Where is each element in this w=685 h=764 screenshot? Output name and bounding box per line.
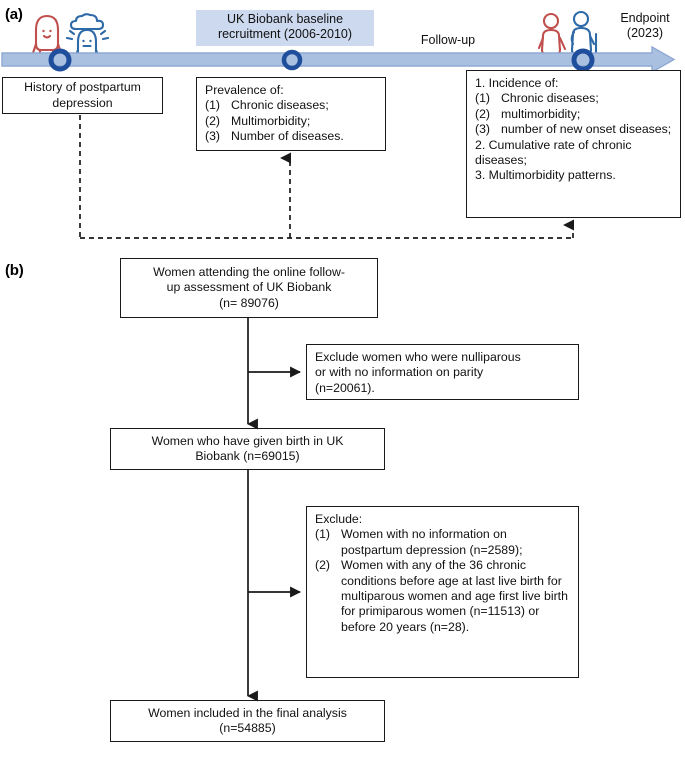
node2-line1: Women who have given birth in UK — [151, 433, 344, 448]
prevalence-heading: Prevalence of: — [205, 83, 284, 97]
exposure-box-line2: depression — [52, 95, 113, 110]
panel-a-label: (a) — [5, 6, 23, 23]
follow-up-label: Follow-up — [420, 33, 476, 47]
panel-b-label: (b) — [5, 262, 24, 279]
incidence-trailing-1: 3. Multimorbidity patterns. — [475, 168, 616, 183]
list-item: (1) Chronic diseases; — [205, 98, 378, 113]
exclude2-item-0-text: Women with no information on postpartum … — [341, 527, 523, 557]
prevalence-item-list: (1) Chronic diseases; (2) Multimorbidity… — [205, 98, 378, 144]
prevalence-item-1-marker: (2) — [205, 113, 221, 128]
exclude2-heading: Exclude: — [315, 512, 363, 526]
elderly-red-icon — [537, 12, 567, 65]
incidence-item-1-marker: (2) — [475, 106, 491, 121]
prevalence-item-2-text: Number of diseases. — [231, 129, 344, 144]
exposure-marker-icon — [48, 48, 72, 72]
incidence-heading: 1. Incidence of: — [475, 76, 559, 90]
flow-exclude-nulliparous: Exclude women who were nulliparous or wi… — [306, 344, 579, 400]
list-item: (2) Women with any of the 36 chronic con… — [315, 558, 571, 635]
flow-node-online-followup: Women attending the online follow- up as… — [120, 258, 378, 318]
exclude2-item-0-marker: (1) — [315, 527, 331, 542]
list-item: (1) Women with no information on postpar… — [315, 527, 571, 558]
incidence-trailing-0: 2. Cumulative rate of chronic diseases; — [475, 137, 632, 168]
node3-line1: Women included in the final analysis — [148, 705, 347, 720]
list-item: (3) number of new onset diseases; — [475, 122, 673, 137]
list-item: (1) Chronic diseases; — [475, 91, 673, 106]
elderly-blue-cane-icon — [570, 10, 598, 65]
node1-line1: Women attending the online follow- — [153, 264, 345, 279]
baseline-label-line2: recruitment (2006-2010) — [217, 27, 353, 41]
exclude2-item-1-marker: (2) — [315, 558, 331, 573]
history-postpartum-depression-box: History of postpartum depression — [2, 77, 163, 114]
incidence-box: 1. Incidence of: (1) Chronic diseases; (… — [466, 70, 681, 218]
exclude2-item-1-text: Women with any of the 36 chronic conditi… — [341, 558, 568, 634]
incidence-item-2-text: number of new onset diseases; — [501, 122, 672, 137]
incidence-item-0-marker: (1) — [475, 91, 491, 106]
prevalence-item-2-marker: (3) — [205, 129, 221, 144]
incidence-item-2-marker: (3) — [475, 122, 491, 137]
list-item: (2) Multimorbidity; — [205, 114, 378, 129]
stressed-woman-blue-icon — [65, 13, 110, 67]
endpoint-label-line2: (2023) — [626, 26, 664, 40]
exclude1-line3: (n=20061). — [315, 380, 375, 395]
incidence-item-0-text: Chronic diseases; — [501, 91, 599, 106]
timeline-arrow-shape — [1, 45, 676, 74]
incidence-item-list: (1) Chronic diseases; (2) multimorbidity… — [475, 91, 673, 137]
prevalence-box: Prevalence of: (1) Chronic diseases; (2)… — [196, 77, 386, 151]
baseline-label-line1: UK Biobank baseline — [226, 12, 344, 26]
node1-line3: (n= 89076) — [219, 295, 279, 310]
flow-exclude-criteria: Exclude: (1) Women with no information o… — [306, 506, 579, 678]
prevalence-item-1-text: Multimorbidity; — [231, 113, 311, 128]
prevalence-item-0-text: Chronic diseases; — [231, 98, 329, 113]
node1-line2: up assessment of UK Biobank — [166, 280, 332, 295]
flow-node-given-birth: Women who have given birth in UK Biobank… — [110, 428, 385, 470]
flow-node-final-analysis: Women included in the final analysis (n=… — [110, 700, 385, 742]
exclude1-line2: or with no information on parity — [315, 365, 484, 380]
endpoint-label-line1: Endpoint — [620, 11, 670, 25]
list-item: (2) multimorbidity; — [475, 107, 673, 122]
list-item: (3) Number of diseases. — [205, 129, 378, 144]
node2-line2: Biobank (n=69015) — [195, 449, 300, 463]
endpoint-marker-icon — [571, 48, 595, 72]
baseline-recruitment-label: UK Biobank baseline recruitment (2006-20… — [196, 10, 374, 46]
prevalence-item-0-marker: (1) — [205, 98, 221, 113]
baseline-marker-icon — [281, 49, 303, 71]
mother-red-icon — [31, 14, 63, 65]
exposure-box-line1: History of postpartum — [24, 80, 141, 95]
incidence-item-1-text: multimorbidity; — [501, 106, 581, 121]
exclude2-item-list: (1) Women with no information on postpar… — [315, 527, 571, 635]
exclude1-line1: Exclude women who were nulliparous — [315, 350, 521, 364]
node3-line2: (n=54885) — [219, 721, 276, 735]
endpoint-label: Endpoint (2023) — [607, 11, 683, 41]
